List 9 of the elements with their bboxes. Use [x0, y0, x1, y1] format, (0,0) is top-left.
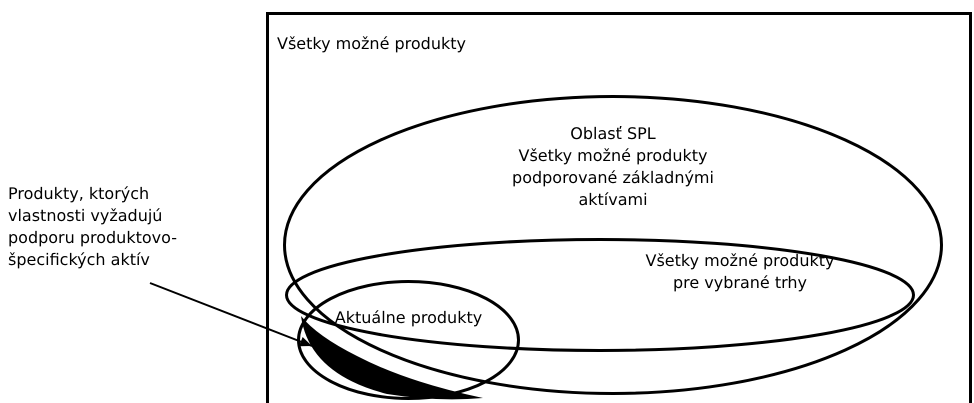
set-ellipse: [285, 238, 915, 352]
region-label: Aktuálne produkty: [334, 307, 484, 329]
set-ellipse: [297, 280, 520, 400]
region-label: Všetky možné produkty pre vybrané trhy: [645, 250, 835, 294]
region-label: Všetky možné produkty: [277, 33, 467, 55]
region-label: Oblasť SPL: [569, 123, 657, 145]
region-description: Všetky možné produkty podporované základnými aktívami: [511, 145, 715, 211]
arrow: [150, 282, 312, 347]
note-text: Produkty, ktorých vlastnosti vyžadujú podporu produktovo-špecifických aktív: [8, 183, 178, 271]
